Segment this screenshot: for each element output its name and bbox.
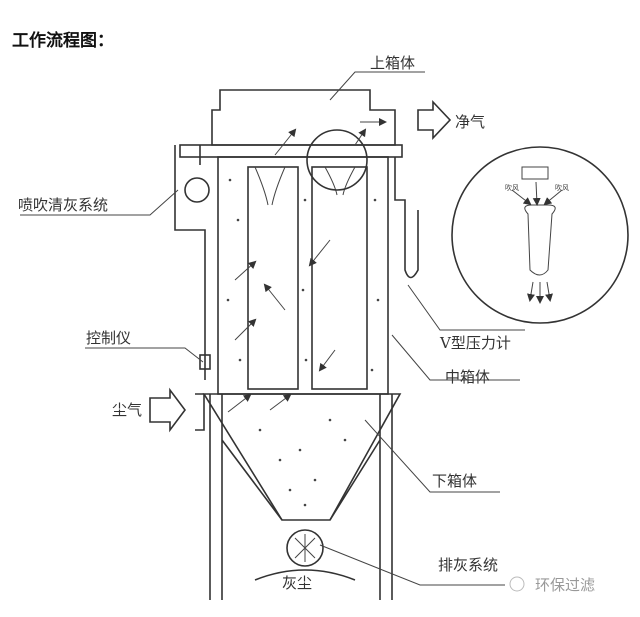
label-ash-discharge: 排灰系统 bbox=[438, 556, 498, 574]
controller-box bbox=[199, 354, 211, 370]
venturi-left bbox=[254, 166, 286, 206]
label-lower-box: 下箱体 bbox=[432, 472, 477, 490]
venturi-right bbox=[324, 166, 356, 196]
leader-lines bbox=[20, 71, 525, 586]
upper-box-shape bbox=[211, 89, 396, 146]
pulse-piping bbox=[174, 145, 206, 380]
lower-box-hopper bbox=[202, 393, 402, 521]
label-middle-box: 中箱体 bbox=[445, 368, 490, 386]
valve-star-icon bbox=[294, 534, 316, 562]
bag-detail-shape bbox=[524, 204, 556, 276]
bag-detail-circle bbox=[451, 146, 629, 324]
v-gauge-shape bbox=[394, 157, 419, 279]
label-pulse-cleaning: 喷吹清灰系统 bbox=[18, 196, 108, 214]
watermark: 环保过滤 bbox=[535, 576, 595, 594]
filter-bag-left bbox=[247, 166, 299, 390]
blow-pipe bbox=[179, 144, 403, 158]
label-dust-gas: 尘气 bbox=[112, 401, 142, 419]
label-controller: 控制仪 bbox=[86, 329, 131, 347]
label-v-gauge: V型压力计 bbox=[439, 334, 511, 352]
diagram-title: 工作流程图： bbox=[12, 31, 114, 51]
blow-label-right: 吹风 bbox=[555, 183, 569, 192]
wechat-icon bbox=[509, 576, 525, 592]
label-dust: 灰尘 bbox=[282, 574, 312, 592]
detail-circle-marker bbox=[306, 129, 368, 191]
nozzle-icon bbox=[521, 166, 549, 180]
filter-bag-right bbox=[311, 166, 368, 390]
label-clean-gas: 净气 bbox=[455, 113, 485, 131]
label-upper-box: 上箱体 bbox=[370, 54, 415, 72]
inlet bbox=[195, 393, 205, 431]
blow-arrows bbox=[511, 181, 563, 304]
middle-box-shape bbox=[217, 156, 389, 395]
ash-pile bbox=[254, 569, 356, 581]
dust-particles bbox=[226, 178, 380, 507]
air-tank bbox=[184, 177, 210, 203]
dust-gas-arrow-icon bbox=[149, 387, 186, 433]
clean-gas-arrow-icon bbox=[417, 99, 452, 141]
blow-label-left: 吹风 bbox=[505, 183, 519, 192]
support-legs bbox=[209, 394, 393, 600]
flow-arrows bbox=[227, 118, 387, 413]
ash-valve bbox=[286, 529, 324, 567]
